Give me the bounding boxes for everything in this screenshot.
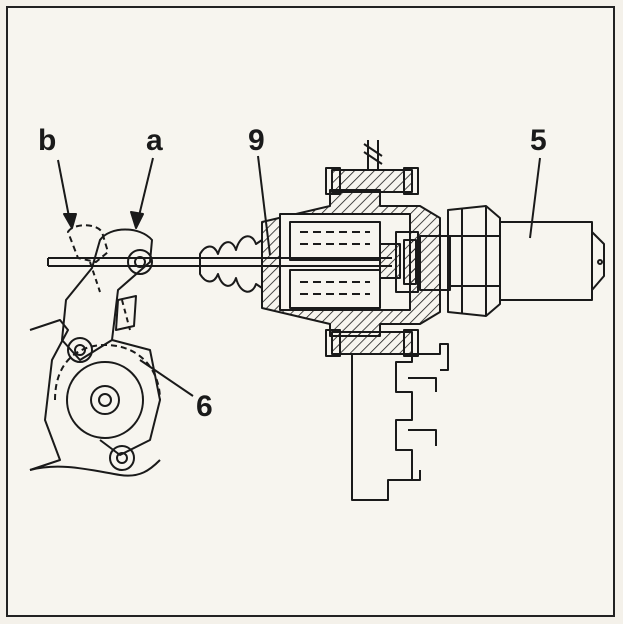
label-b: b bbox=[38, 124, 57, 157]
mounting-plate bbox=[351, 343, 449, 501]
base-bracket bbox=[29, 319, 69, 471]
threaded-shank bbox=[419, 235, 451, 291]
actuator-rod bbox=[47, 257, 232, 267]
leader-a bbox=[130, 157, 154, 229]
label-6: 6 bbox=[196, 390, 213, 423]
label-a: a bbox=[146, 124, 163, 157]
lever-position-b bbox=[67, 224, 109, 263]
upper-flange bbox=[325, 140, 419, 195]
leader-5 bbox=[529, 157, 541, 239]
leader-b bbox=[57, 159, 77, 229]
lower-flange bbox=[325, 329, 419, 357]
label-9: 9 bbox=[248, 124, 265, 157]
lever-6 bbox=[61, 228, 161, 456]
hex-nut bbox=[447, 205, 501, 317]
connector-5 bbox=[499, 221, 605, 301]
rubber-boot bbox=[199, 235, 263, 293]
lower-pivot bbox=[67, 337, 135, 471]
label-5: 5 bbox=[530, 124, 547, 157]
solenoid-housing bbox=[232, 189, 441, 337]
roller-wheel bbox=[54, 344, 161, 439]
